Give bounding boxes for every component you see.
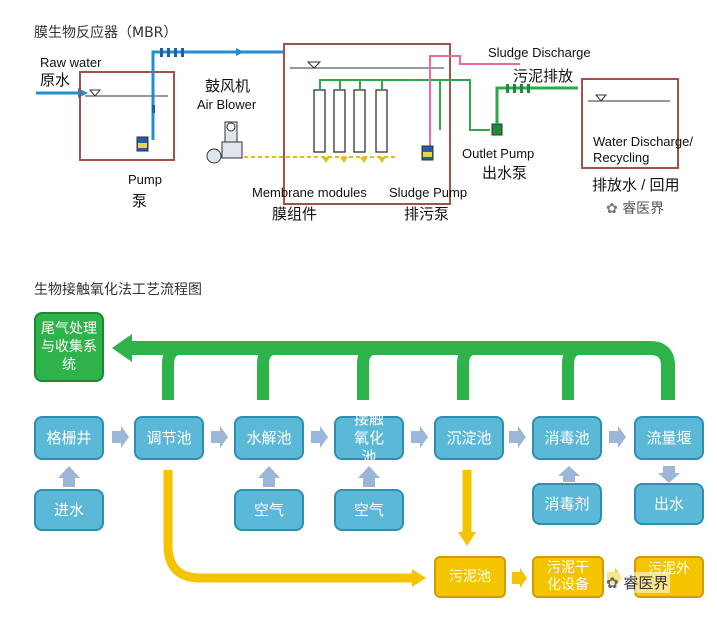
sludge-tank: 污泥池 — [434, 556, 506, 598]
sludge-discharge-pipe — [429, 55, 520, 148]
input-disinfectant: 消毒剂 — [532, 483, 602, 525]
process-regulating-tank: 调节池 — [134, 416, 204, 460]
outlet-pipe — [495, 86, 578, 124]
wechat-icon: ✿ — [606, 201, 618, 217]
mbr-schematic — [36, 43, 679, 205]
sludge-line-from-regulating — [163, 470, 414, 583]
water-discharge-label-en-2: Recycling — [593, 150, 650, 165]
outlet-pump-label-cn: 出水泵 — [482, 165, 528, 182]
pump-label-en: Pump — [128, 172, 162, 187]
air-blower-icon — [206, 121, 243, 164]
process-flow-weir: 流量堰 — [634, 416, 704, 460]
watermark-top: ✿ 睿医界 — [606, 201, 665, 217]
wechat-icon: ✿ — [606, 574, 619, 592]
input-inlet-water: 进水 — [34, 489, 104, 531]
mbr-title: 膜生物反应器（MBR） — [34, 25, 178, 41]
mbr-tank — [283, 43, 451, 205]
exhaust-arrow-icon — [112, 334, 132, 362]
input-air-1: 空气 — [234, 489, 304, 531]
sludge-drying-equipment: 污泥干化设备 — [532, 556, 604, 598]
process-contact-oxidation-tank: 接触氧化池 — [334, 410, 404, 466]
membrane-modules — [313, 89, 388, 153]
output-effluent: 出水 — [634, 483, 704, 525]
process-arrows — [112, 426, 626, 448]
water-discharge-label-cn: 排放水 / 回用 — [592, 177, 680, 194]
outlet-pump-label-en: Outlet Pump — [462, 146, 535, 161]
sludge-discharge-label-en: Sludge Discharge — [488, 45, 591, 60]
outlet-arrow-icon — [658, 466, 680, 483]
watermark-bottom: ✿ 睿医界 — [604, 572, 671, 593]
air-blower-label-cn: 鼓风机 — [205, 78, 251, 95]
pump-label-cn: 泵 — [132, 193, 148, 210]
water-discharge-label-en-1: Water Discharge/ — [593, 134, 693, 149]
raw-water-tank — [79, 71, 175, 161]
air-blower-label-en: Air Blower — [197, 97, 257, 112]
discharge-tank — [581, 78, 679, 169]
permeate-collector-pipe — [319, 79, 490, 131]
input-air-2: 空气 — [334, 489, 404, 531]
input-arrows — [58, 466, 580, 487]
sludge-pump-label-en: Sludge Pump — [389, 185, 468, 200]
membrane-label-en: Membrane modules — [252, 185, 367, 200]
raw-water-label-cn: 原水 — [40, 72, 71, 89]
process-hydrolysis-tank: 水解池 — [234, 416, 304, 460]
process-title: 生物接触氧化法工艺流程图 — [34, 282, 202, 298]
exhaust-treatment-box: 尾气处理与收集系统 — [34, 312, 104, 382]
process-sedimentation-tank: 沉淀池 — [434, 416, 504, 460]
sludge-discharge-label-cn: 污泥排放 — [513, 68, 574, 85]
raw-water-label-en: Raw water — [40, 55, 102, 70]
sludge-pump-label-cn: 排污泵 — [404, 206, 450, 223]
process-disinfection-tank: 消毒池 — [532, 416, 602, 460]
sludge-arrow-1-icon — [512, 568, 527, 588]
exhaust-header-pipe — [126, 341, 675, 400]
membrane-label-cn: 膜组件 — [272, 206, 318, 223]
process-grille-well: 格栅井 — [34, 416, 104, 460]
